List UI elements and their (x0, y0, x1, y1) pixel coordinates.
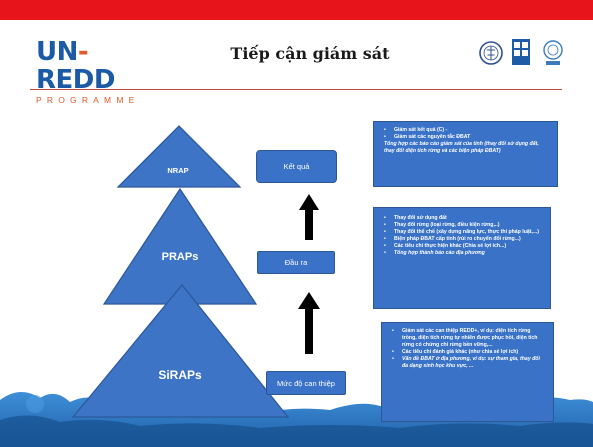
info-item: Tổng hợp thành báo cáo địa phương (384, 250, 542, 257)
top-red-bar (0, 0, 593, 20)
info-item: Thay đổi sử dụng đất (384, 215, 542, 222)
info-item: Giám sát kết quả (C) - (384, 127, 549, 134)
info-box-site: Giám sát các can thiệp REDD+, ví dụ: diệ… (381, 322, 554, 422)
info-item: Vấn đề ĐBAT ở địa phương, ví dụ: sự tham… (392, 356, 545, 370)
output-box: Đầu ra (257, 251, 335, 274)
info-item: Giám sát các nguyên tắc ĐBAT (384, 134, 549, 141)
info-box-provincial: Thay đổi sử dụng đất Thay đổi rừng (loại… (373, 207, 551, 309)
partner-logos (479, 39, 563, 65)
info-item: Giám sát các can thiệp REDD+, ví dụ: diệ… (392, 328, 545, 349)
unep-logo-icon (543, 40, 563, 65)
undp-logo-icon (512, 39, 530, 65)
nrap-triangle (116, 125, 242, 188)
info-box-national: Giám sát kết quả (C) - Giám sát các nguy… (373, 121, 558, 187)
info-item: Biện pháp ĐBAT cấp tỉnh (rủi ro chuyển đ… (384, 236, 542, 243)
info-item: Tổng hợp các báo cáo giám sát của tỉnh (… (384, 141, 539, 154)
title-divider (30, 89, 562, 90)
logo-programme: PROGRAMME (36, 95, 140, 105)
up-arrow-icon (298, 292, 320, 354)
praps-label: PRAPs (161, 251, 199, 263)
info-item: Các tiêu chí đánh giá khác (như chia sẻ … (392, 349, 545, 356)
un-redd-logo: UN-REDD PROGRAMME (36, 38, 146, 105)
info-item: Các tiêu chí thực hiện khác (Chia sẻ lợi… (384, 243, 542, 250)
info-item: Thay đổi thể chế (xây dựng năng lực, thự… (384, 229, 542, 236)
up-arrow-icon (299, 194, 319, 240)
logo-wordmark: UN-REDD (36, 37, 115, 95)
slide-title: Tiếp cận giám sát (230, 44, 390, 63)
result-box: Kết quả (256, 150, 337, 183)
siraps-triangle (71, 284, 290, 418)
info-item: Thay đổi rừng (loại rừng, điều kiện rừng… (384, 222, 542, 229)
fao-logo-icon (479, 41, 503, 65)
siraps-label: SiRAPs (158, 368, 202, 382)
nrap-label: NRAP (167, 166, 189, 175)
intervention-box: Mức độ can thiệp (266, 371, 346, 395)
